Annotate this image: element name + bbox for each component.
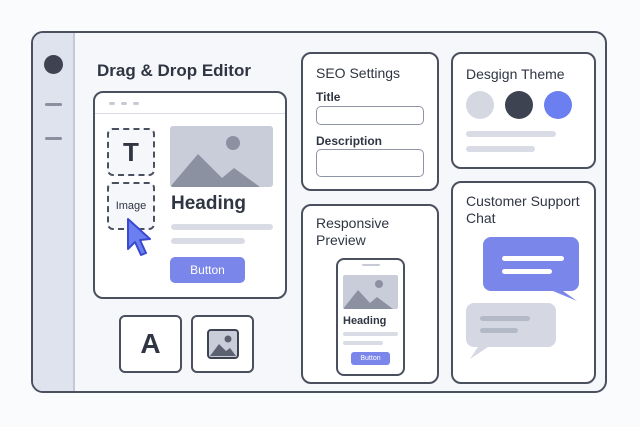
description-label: Description: [316, 134, 383, 148]
sidebar: [33, 33, 75, 391]
cursor-icon: [127, 218, 151, 256]
editor-canvas[interactable]: T Image Heading Button: [93, 91, 287, 299]
title-input[interactable]: [316, 106, 424, 125]
sidebar-menu-item[interactable]: [45, 137, 62, 140]
theme-placeholder-line: [466, 146, 535, 152]
canvas-toolbar: [95, 93, 285, 114]
text-tool-glyph: A: [140, 328, 161, 359]
phone-image-placeholder: [343, 275, 398, 309]
seo-settings-panel: SEO Settings Title Description: [301, 52, 439, 191]
phone-button-label: Button: [360, 355, 381, 362]
phone-heading: Heading: [343, 315, 387, 327]
chat-bubble-incoming: [466, 303, 556, 359]
color-swatches: [466, 91, 572, 119]
app-window: Drag & Drop Editor T Image Heading Butto…: [31, 31, 607, 393]
color-swatch[interactable]: [466, 91, 494, 119]
text-placeholder-line: [171, 224, 273, 230]
design-theme-panel: Desgign Theme: [451, 52, 596, 169]
image-tool-button[interactable]: [191, 315, 254, 373]
chat-bubble-outgoing: [483, 237, 579, 301]
phone-frame: Heading Button: [336, 258, 405, 376]
responsive-preview-panel: Responsive Preview Heading Button: [301, 204, 439, 384]
image-placeholder: [170, 126, 273, 187]
title-label: Title: [316, 90, 341, 104]
editor-title: Drag & Drop Editor: [97, 61, 251, 80]
button-label: Button: [190, 263, 225, 277]
text-block-glyph: T: [123, 136, 139, 167]
description-input[interactable]: [316, 149, 424, 177]
theme-placeholder-line: [466, 131, 556, 137]
phone-placeholder-line: [343, 332, 398, 336]
avatar[interactable]: [44, 55, 63, 74]
design-theme-title: Desgign Theme: [466, 66, 565, 82]
customer-support-panel: Customer Support Chat: [451, 181, 596, 384]
sidebar-menu-item[interactable]: [45, 103, 62, 106]
image-block-label: Image: [115, 200, 147, 212]
phone-button[interactable]: Button: [351, 352, 390, 365]
text-tool-button[interactable]: A: [119, 315, 182, 373]
phone-speaker: [362, 264, 380, 266]
seo-settings-title: SEO Settings: [316, 65, 401, 81]
button-element[interactable]: Button: [170, 257, 245, 283]
phone-placeholder-line: [343, 341, 383, 345]
image-icon: [206, 329, 239, 359]
heading-text: Heading: [171, 193, 246, 214]
text-block[interactable]: T: [107, 128, 155, 176]
color-swatch[interactable]: [544, 91, 572, 119]
text-placeholder-line: [171, 238, 245, 244]
customer-support-title: Customer Support Chat: [466, 193, 580, 226]
color-swatch[interactable]: [505, 91, 533, 119]
responsive-preview-title: Responsive Preview: [316, 215, 390, 248]
